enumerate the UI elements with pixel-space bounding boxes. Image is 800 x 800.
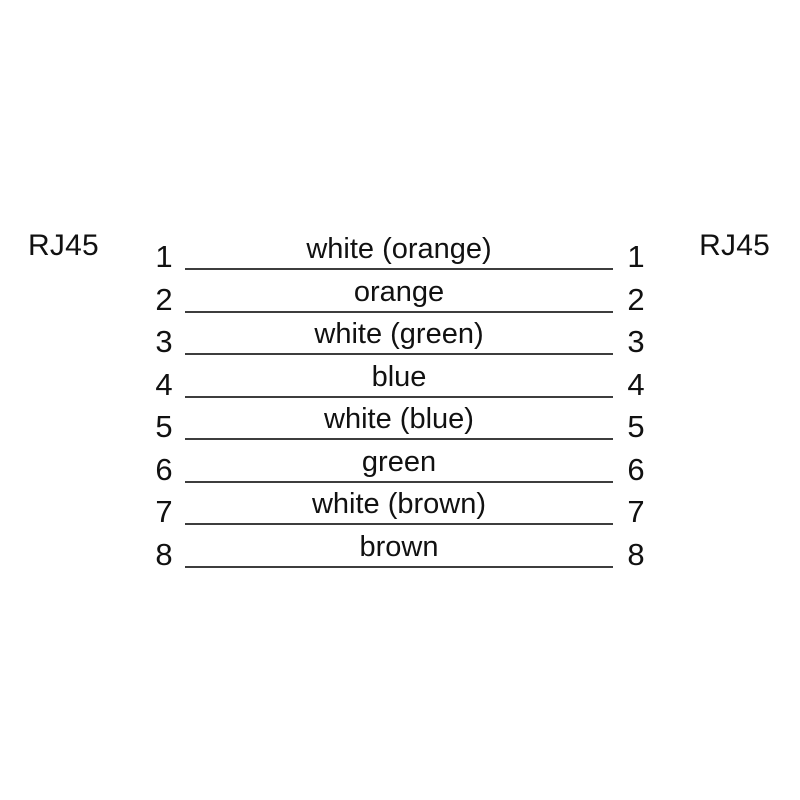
wire-color-label: brown <box>359 530 439 563</box>
pin-number-left: 1 <box>155 239 173 274</box>
pin-number-right: 6 <box>627 451 645 487</box>
pin-number-right: 7 <box>627 494 645 529</box>
wire-connection-line <box>185 438 613 440</box>
pin-number-right: 2 <box>627 281 645 317</box>
wire-color-label: blue <box>371 360 427 393</box>
pin-number-left: 7 <box>155 494 173 529</box>
pin-number-left: 3 <box>155 324 173 359</box>
wire-color-label: orange <box>353 275 445 308</box>
pin-number-left: 5 <box>155 409 173 444</box>
wire-connection-line <box>185 310 613 313</box>
wire-color-label: green <box>361 445 437 478</box>
pin-number-right: 1 <box>627 239 645 274</box>
pin-number-left: 6 <box>155 451 173 487</box>
wire-color-label: white (blue) <box>324 403 474 435</box>
wire-color-label: white (brown) <box>311 488 487 520</box>
pin-number-left: 2 <box>155 281 173 317</box>
wire-connection-line <box>185 395 613 398</box>
pin-number-left: 8 <box>155 536 173 572</box>
wire-connection-line <box>185 565 613 568</box>
wire-color-label: white (green) <box>314 318 484 350</box>
wire-connection-line <box>185 523 613 525</box>
pin-number-left: 4 <box>155 366 173 402</box>
connector-left-label: RJ45 <box>28 229 99 262</box>
connector-right-label: RJ45 <box>699 229 770 262</box>
pin-number-right: 5 <box>627 409 645 444</box>
pin-number-right: 3 <box>627 324 645 359</box>
wire-connection-line <box>185 268 613 270</box>
wire-color-label: white (orange) <box>306 233 492 265</box>
pin-number-right: 4 <box>627 366 645 402</box>
wire-connection-line <box>185 480 613 483</box>
wire-connection-line <box>185 353 613 355</box>
pin-number-right: 8 <box>627 536 645 572</box>
